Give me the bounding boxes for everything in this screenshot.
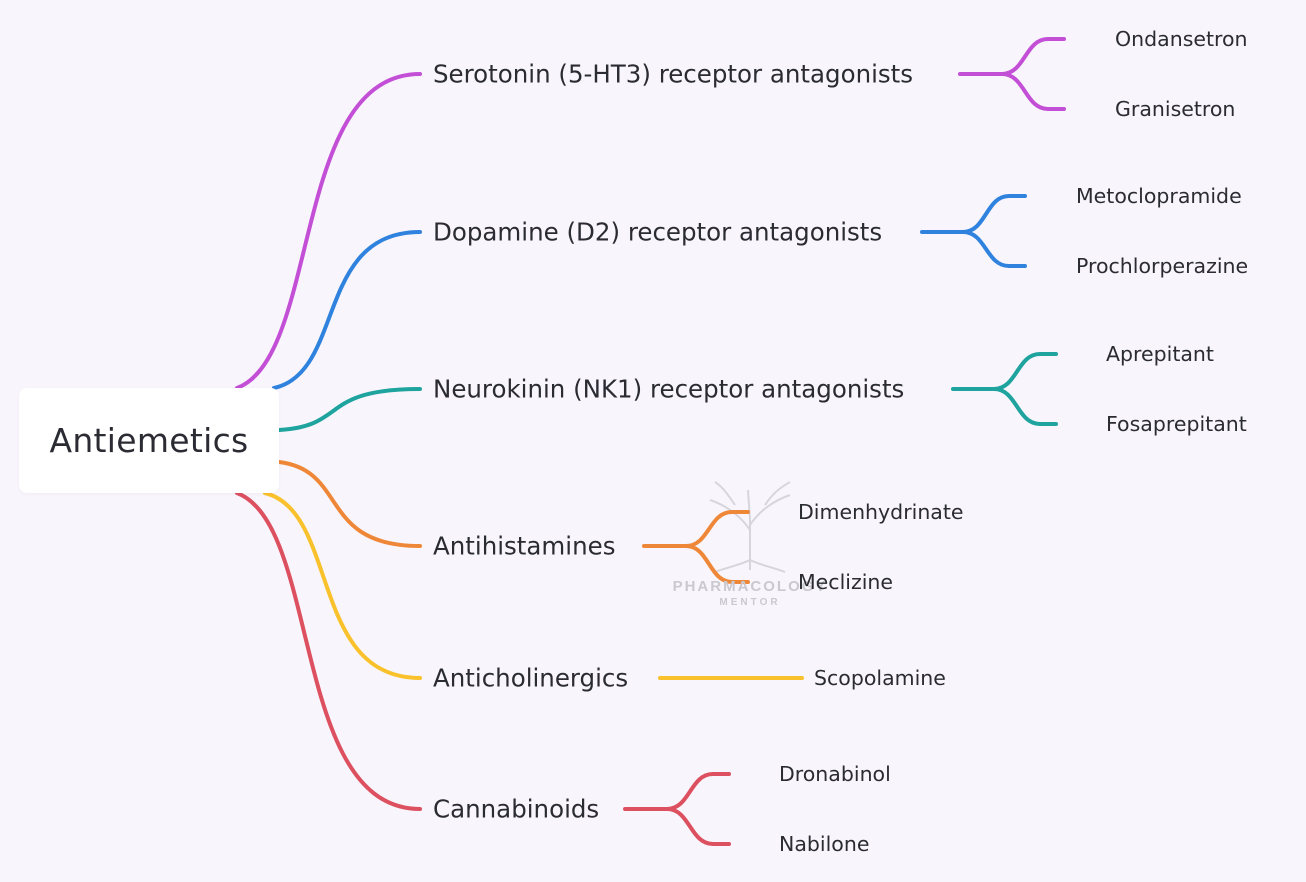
branch-label[interactable]: Antihistamines (433, 531, 616, 561)
branch-label[interactable]: Dopamine (D2) receptor antagonists (433, 217, 883, 247)
branch-label[interactable]: Anticholinergics (433, 663, 629, 693)
branch-connector (263, 491, 422, 680)
leaf-connector (1000, 37, 1066, 76)
leaf-label[interactable]: Dronabinol (779, 762, 891, 786)
leaf-label[interactable]: Fosaprepitant (1106, 412, 1247, 436)
branch-connector (235, 491, 422, 811)
leaf-connector (961, 194, 1027, 234)
branch-connector (235, 72, 422, 390)
leaf-label[interactable]: Dimenhydrinate (798, 500, 964, 524)
leaf-label[interactable]: Meclizine (798, 570, 894, 594)
leaf-connector (684, 544, 750, 584)
leaf-connector (684, 510, 750, 548)
leaf-label[interactable]: Scopolamine (814, 666, 946, 690)
leaf-label[interactable]: Ondansetron (1115, 27, 1248, 51)
leaf-connector (961, 230, 1027, 268)
root-node[interactable]: Antiemetics (19, 388, 279, 493)
leaf-connector (665, 807, 731, 846)
leaf-label[interactable]: Aprepitant (1106, 342, 1214, 366)
leaf-connector (992, 352, 1058, 391)
branch-label[interactable]: Neurokinin (NK1) receptor antagonists (433, 374, 905, 404)
branch-connector (272, 230, 422, 390)
root-label: Antiemetics (49, 421, 249, 460)
branch-label[interactable]: Cannabinoids (433, 794, 600, 824)
leaf-label[interactable]: Nabilone (779, 832, 870, 856)
branch-connector (277, 387, 422, 432)
tree-logo-icon (709, 481, 791, 573)
leaf-label[interactable]: Granisetron (1115, 97, 1236, 121)
leaf-label[interactable]: Prochlorperazine (1076, 254, 1249, 278)
leaf-connector (665, 772, 731, 811)
leaf-connector (1000, 72, 1066, 111)
branch-connector (277, 460, 422, 548)
leaf-connector (992, 387, 1058, 426)
branch-label[interactable]: Serotonin (5-HT3) receptor antagonists (433, 59, 914, 89)
leaf-label[interactable]: Metoclopramide (1076, 184, 1242, 208)
